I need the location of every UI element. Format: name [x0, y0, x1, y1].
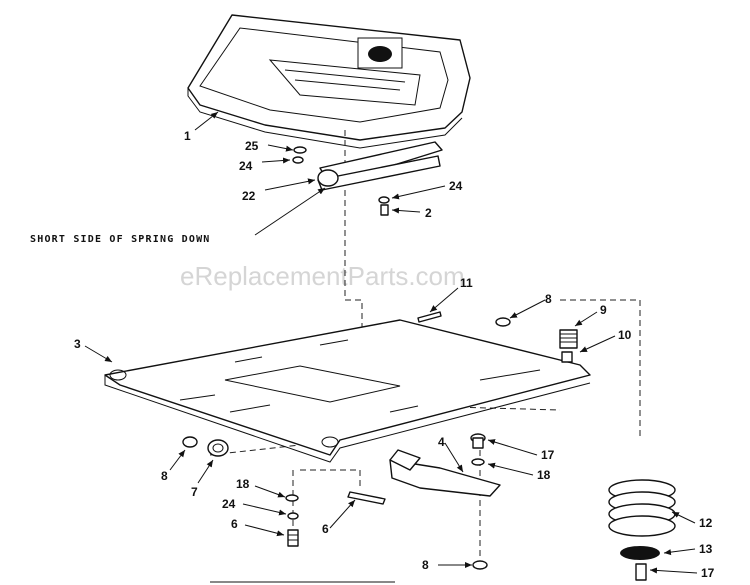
callout-18-left: 18	[236, 477, 250, 491]
lockwasher-24-left[interactable]	[292, 156, 304, 164]
bolt-17-lower[interactable]	[635, 563, 647, 581]
seat-logo-icon	[357, 37, 403, 69]
callout-3: 3	[74, 337, 81, 351]
washer-8-bottom[interactable]	[472, 560, 488, 570]
seat[interactable]	[187, 14, 471, 149]
callout-11: 11	[460, 276, 473, 290]
spacer-13[interactable]	[620, 546, 660, 560]
callout-8-left: 8	[161, 469, 168, 483]
callout-25: 25	[245, 139, 259, 153]
callout-17-upper: 17	[541, 448, 555, 462]
spring-bracket[interactable]	[317, 141, 443, 191]
callout-4: 4	[438, 435, 445, 449]
callout-6-mid: 6	[322, 522, 329, 536]
spring-9[interactable]	[559, 329, 578, 349]
callout-17-lower: 17	[701, 566, 715, 580]
washer-25[interactable]	[293, 146, 307, 154]
bolt-6-left[interactable]	[287, 529, 299, 547]
lockwasher-24-right[interactable]	[378, 196, 390, 204]
callout-12: 12	[699, 516, 713, 530]
washer-8-right[interactable]	[495, 317, 511, 327]
spring-note: SHORT SIDE OF SPRING DOWN	[30, 234, 211, 245]
callout-24-b: 24	[449, 179, 463, 193]
callout-1: 1	[184, 129, 191, 143]
bolt-10[interactable]	[561, 351, 573, 363]
callout-22: 22	[242, 189, 256, 203]
callout-8-bottom: 8	[422, 558, 429, 572]
callout-6-left: 6	[231, 517, 238, 531]
washer-18-right[interactable]	[471, 458, 485, 466]
callout-8-right: 8	[545, 292, 552, 306]
callout-2: 2	[425, 206, 432, 220]
bolt-2[interactable]	[380, 204, 389, 216]
callout-13: 13	[699, 542, 713, 556]
callout-7: 7	[191, 485, 198, 499]
bolt-17-upper[interactable]	[470, 433, 486, 449]
washer-18-left[interactable]	[285, 494, 299, 502]
washer-8-left[interactable]	[182, 436, 198, 448]
base-plate[interactable]	[104, 319, 591, 463]
callout-24-a: 24	[239, 159, 253, 173]
bracket-4[interactable]	[389, 449, 501, 497]
bolt-6-mid[interactable]	[347, 491, 386, 505]
watermark: eReplacementParts.com	[180, 261, 465, 291]
callout-10: 10	[618, 328, 632, 342]
lockwasher-24-lower[interactable]	[287, 512, 299, 520]
coil-spring-12[interactable]	[608, 479, 676, 537]
callout-9: 9	[600, 303, 607, 317]
pin-11[interactable]	[417, 311, 442, 323]
callout-24-c: 24	[222, 497, 236, 511]
bushing-7[interactable]	[207, 439, 229, 457]
callout-18-right: 18	[537, 468, 551, 482]
